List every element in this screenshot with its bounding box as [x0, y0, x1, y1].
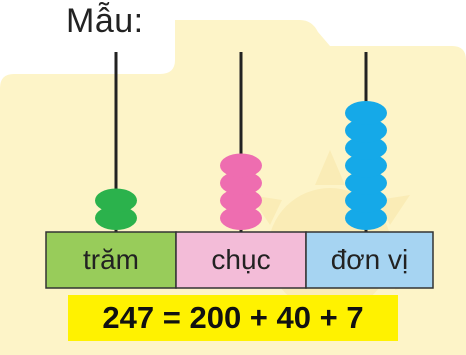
bead-donvi	[345, 188, 387, 213]
bead-chuc	[220, 153, 262, 178]
bead-tram	[95, 188, 137, 213]
bead-chuc	[220, 171, 262, 195]
cell-tram	[45, 231, 177, 289]
cell-label-chuc: chục	[211, 244, 270, 275]
bead-donvi	[345, 136, 387, 160]
bead-donvi	[345, 153, 387, 178]
bead-donvi	[345, 171, 387, 195]
bead-tram	[95, 206, 137, 230]
bead-chuc	[220, 206, 262, 230]
bead-donvi	[345, 118, 387, 143]
cell-label-donvi: đơn vị	[331, 244, 409, 275]
bead-donvi	[345, 206, 387, 230]
example-label: Mẫu:	[66, 2, 144, 40]
bead-donvi	[345, 101, 387, 125]
bead-chuc	[220, 188, 262, 213]
cell-donvi	[305, 231, 434, 289]
cell-label-tram: trăm	[83, 244, 139, 275]
equation-text: 247 = 200 + 40 + 7	[102, 300, 364, 335]
equation-highlight: 247 = 200 + 40 + 7	[68, 295, 398, 341]
